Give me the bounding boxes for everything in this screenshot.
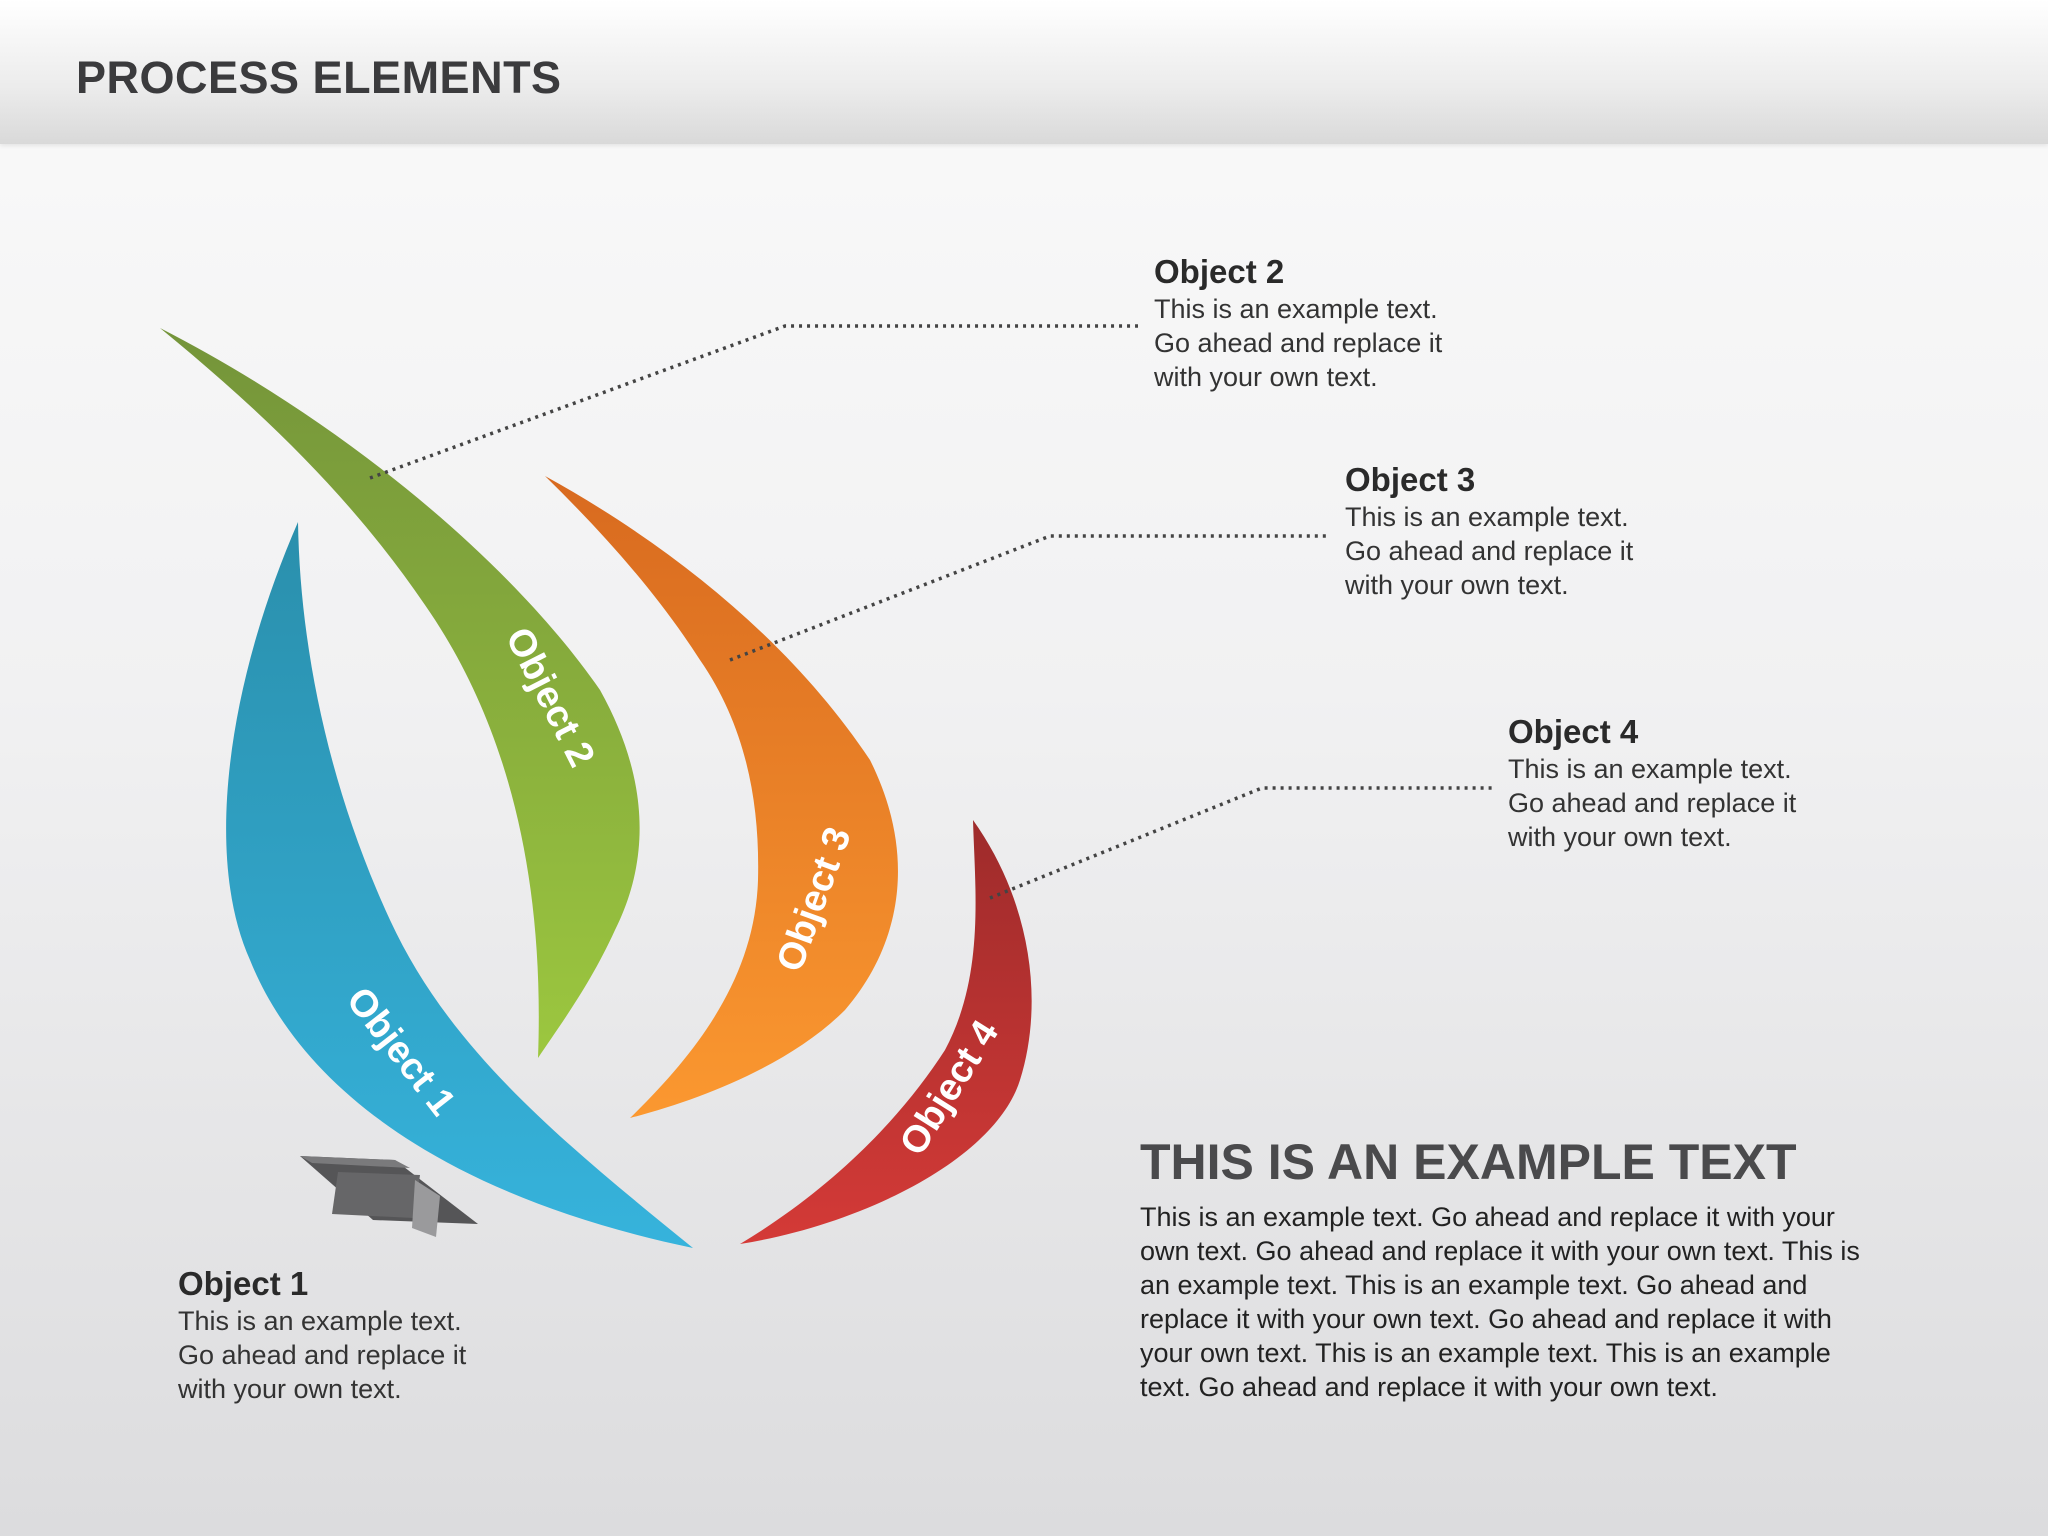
- connector-object-3: [730, 536, 1328, 660]
- summary-line: text. Go ahead and replace it with your …: [1140, 1370, 1930, 1404]
- callout-text-line: This is an example text.: [1508, 752, 1796, 786]
- callout-text-line: with your own text.: [1154, 360, 1442, 394]
- connector-object-4: [990, 788, 1492, 898]
- callout-text-line: Go ahead and replace it: [1345, 534, 1633, 568]
- callout-text-line: This is an example text.: [1154, 292, 1442, 326]
- callout-title: Object 4: [1508, 712, 1796, 752]
- callout-title: Object 2: [1154, 252, 1442, 292]
- callout-title: Object 3: [1345, 460, 1633, 500]
- summary-line: This is an example text. Go ahead and re…: [1140, 1200, 1930, 1234]
- callout-object-3: Object 3 This is an example text. Go ahe…: [1345, 460, 1633, 602]
- callout-text-line: This is an example text.: [178, 1304, 466, 1338]
- callout-object-1: Object 1 This is an example text. Go ahe…: [178, 1264, 466, 1406]
- summary-title: THIS IS AN EXAMPLE TEXT: [1140, 1132, 1930, 1192]
- summary-body: This is an example text. Go ahead and re…: [1140, 1200, 1930, 1404]
- summary-block: THIS IS AN EXAMPLE TEXT This is an examp…: [1140, 1132, 1930, 1404]
- callout-text-line: with your own text.: [178, 1372, 466, 1406]
- callout-text-line: Go ahead and replace it: [178, 1338, 466, 1372]
- callout-text-line: Go ahead and replace it: [1154, 326, 1442, 360]
- summary-line: an example text. This is an example text…: [1140, 1268, 1930, 1302]
- graduation-cap-icon: [300, 1156, 478, 1237]
- callout-text-line: with your own text.: [1508, 820, 1796, 854]
- callout-title: Object 1: [178, 1264, 466, 1304]
- connector-object-2: [370, 326, 1138, 478]
- callout-object-2: Object 2 This is an example text. Go ahe…: [1154, 252, 1442, 394]
- callout-text-line: with your own text.: [1345, 568, 1633, 602]
- summary-line: replace it with your own text. Go ahead …: [1140, 1302, 1930, 1336]
- summary-line: your own text. This is an example text. …: [1140, 1336, 1930, 1370]
- callout-object-4: Object 4 This is an example text. Go ahe…: [1508, 712, 1796, 854]
- callout-text-line: Go ahead and replace it: [1508, 786, 1796, 820]
- summary-line: own text. Go ahead and replace it with y…: [1140, 1234, 1930, 1268]
- callout-text-line: This is an example text.: [1345, 500, 1633, 534]
